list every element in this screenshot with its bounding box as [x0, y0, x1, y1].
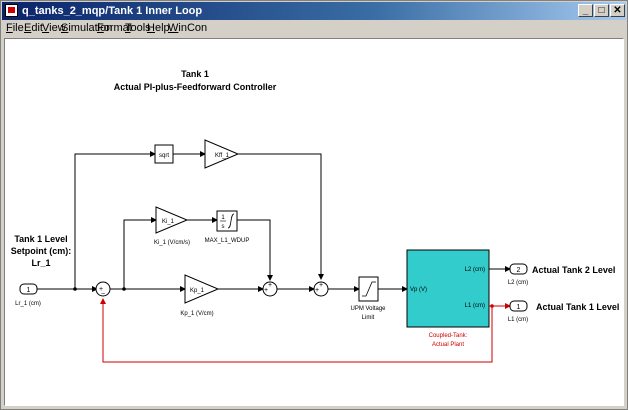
kp-gain-text: Kp_1: [190, 288, 205, 294]
ki-gain-label: Ki_1 (V/cm/s): [154, 240, 190, 246]
sum-error-sign-minus: −: [101, 291, 105, 298]
sum-error-sign-plus: +: [99, 286, 103, 293]
setpoint-label-line3: Lr_1: [31, 258, 50, 268]
inport-lr1-label: Lr_1 (cm): [15, 301, 41, 307]
model-canvas[interactable]: Tank 1 Actual PI-plus-Feedforward Contro…: [4, 38, 624, 406]
plant-port-in: Vp (V): [410, 287, 427, 293]
outport-l1[interactable]: [509, 300, 528, 312]
saturation-label-line1: UPM Voltage: [350, 306, 386, 312]
kp-gain-block[interactable]: [184, 274, 220, 304]
setpoint-label-line1: Tank 1 Level: [14, 234, 67, 244]
kff-gain-block[interactable]: [204, 139, 240, 169]
integrator-label: MAX_L1_WDUP: [205, 238, 250, 244]
outport-l2-description: Actual Tank 2 Level: [532, 265, 615, 275]
saturation-block[interactable]: [358, 276, 379, 302]
sum-pi-sign-left: +: [264, 287, 268, 294]
diagram-subtitle: Actual PI-plus-Feedforward Controller: [114, 82, 277, 92]
block-diagram: Tank 1 Actual PI-plus-Feedforward Contro…: [11, 69, 619, 363]
plant-port-out-l1: L1 (cm): [465, 303, 485, 309]
kff-gain-text: Kff_1: [215, 153, 230, 159]
sum-total-sign-top: +: [319, 282, 323, 289]
window-title: q_tanks_2_mqp/Tank 1 Inner Loop: [22, 5, 203, 17]
sum-pi-sign-top: +: [268, 282, 272, 289]
menu-view[interactable]: View: [42, 22, 66, 34]
menu-edit[interactable]: Edit: [24, 22, 43, 34]
title-bar[interactable]: q_tanks_2_mqp/Tank 1 Inner Loop _ □ ✕: [2, 2, 626, 20]
menu-wincon[interactable]: WinCon: [168, 22, 208, 34]
ki-gain-block[interactable]: [155, 206, 189, 234]
menu-help[interactable]: Help: [147, 22, 170, 34]
signal-feedback-l1: [100, 298, 493, 363]
close-button[interactable]: ✕: [610, 4, 625, 17]
ki-gain-text: Ki_1: [162, 219, 175, 225]
signal-integral: [237, 219, 273, 281]
integrator-denominator: s: [222, 224, 225, 230]
outport-l1-description: Actual Tank 1 Level: [536, 302, 619, 312]
menu-format[interactable]: Format: [97, 22, 132, 34]
outport-l2-label: L2 (cm): [508, 280, 528, 286]
sqrt-block-text: sqrt: [159, 153, 169, 159]
integrator-limit-curve: [227, 213, 235, 229]
outport-l2-number: 2: [517, 267, 521, 274]
kp-gain-label: Kp_1 (V/cm): [180, 311, 213, 317]
outport-l2[interactable]: [509, 263, 528, 275]
plant-label-line1: Coupled-Tank:: [429, 333, 468, 339]
sum-total-sign-left: +: [315, 287, 319, 294]
menu-file[interactable]: File: [6, 22, 24, 34]
simulink-app-icon: [5, 4, 18, 17]
saturation-label-line2: Limit: [362, 315, 375, 321]
inport-lr1-number: 1: [27, 287, 31, 294]
plant-label-line2: Actual Plant: [432, 342, 464, 348]
signal-to-sqrt: [74, 151, 156, 289]
coupled-tank-plant[interactable]: [406, 249, 490, 328]
saturation-curve-icon: [362, 281, 376, 297]
minimize-button[interactable]: _: [578, 4, 593, 17]
diagram-title: Tank 1: [181, 69, 209, 79]
integrator-numerator: 1: [221, 215, 225, 221]
menu-bar: File Edit View Simulation Format Tools H…: [2, 20, 626, 37]
setpoint-label-line2: Setpoint (cm):: [11, 246, 72, 256]
menu-simulation[interactable]: Simulation: [61, 22, 113, 34]
outport-l1-number: 1: [517, 304, 521, 311]
maximize-button[interactable]: □: [594, 4, 609, 17]
signal-feedforward: [238, 153, 324, 280]
plant-port-out-l2: L2 (cm): [465, 267, 485, 273]
signal-error-to-ki: [123, 217, 157, 289]
menu-tools[interactable]: Tools: [125, 22, 151, 34]
outport-l1-label: L1 (cm): [508, 317, 528, 323]
